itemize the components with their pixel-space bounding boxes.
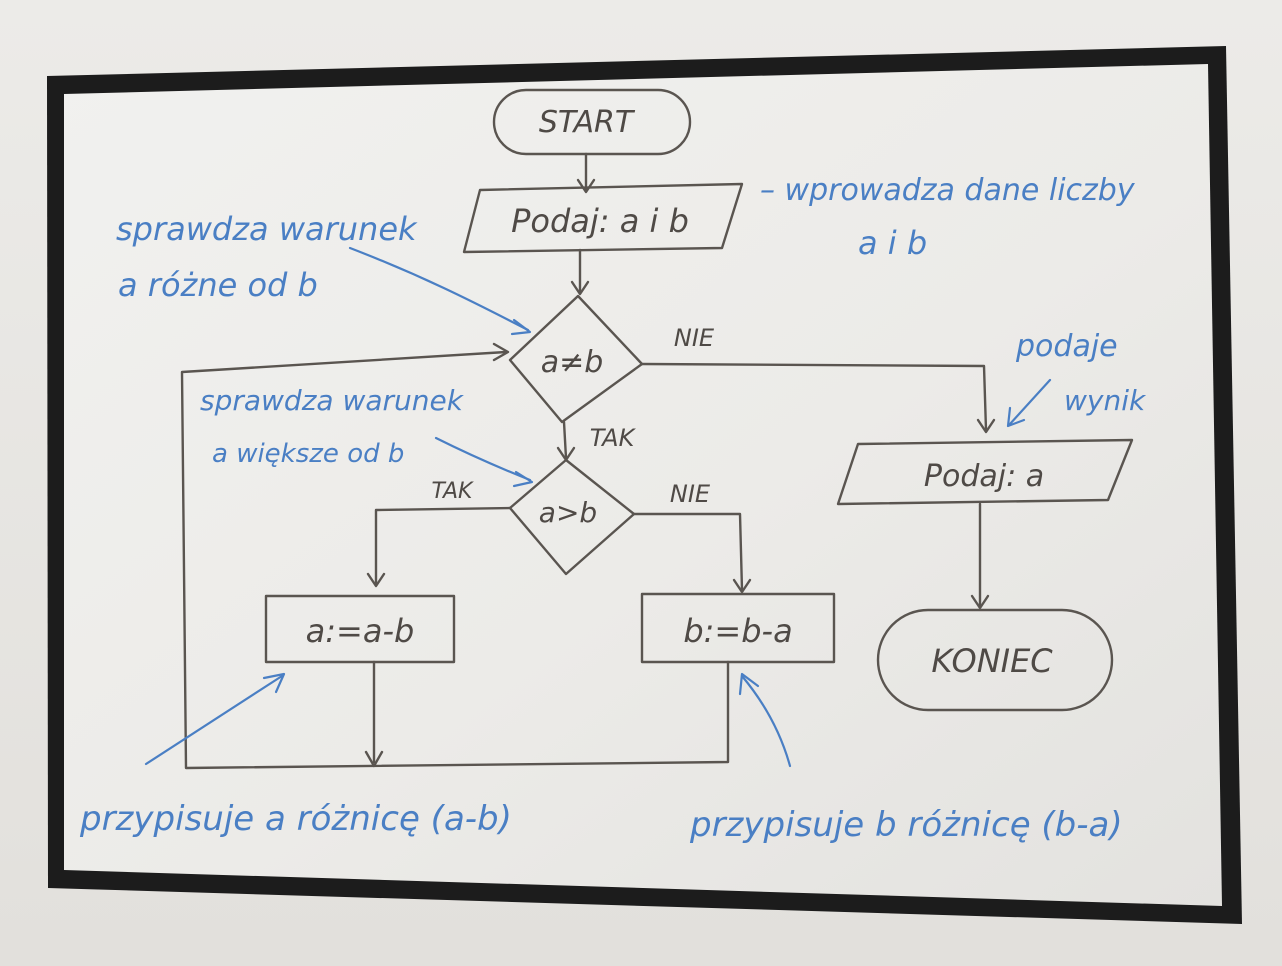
output-note-line1: podaje [1015, 329, 1118, 364]
process-assign-b: b:=b-a [640, 592, 836, 664]
input-note-line1: – wprowadza dane liczby [760, 173, 1136, 208]
assign-a-note: przypisuje a różnicę (a-b) [79, 799, 512, 839]
end-terminator: KONIEC [876, 608, 1114, 712]
input-parallelogram: Podaj: a i b [462, 182, 744, 254]
condition1-label: a≠b [541, 345, 604, 380]
input-label: Podaj: a i b [511, 202, 689, 240]
flowchart: START Podaj: a i b a≠b NIE TAK a>b [180, 88, 1134, 770]
cond2-note-line1: sprawdza warunek [200, 384, 465, 417]
end-label: KONIEC [931, 642, 1053, 680]
decision-a-greater-b: a>b [508, 458, 636, 576]
process-assign-a: a:=a-b [264, 594, 456, 664]
input-note-line2: a i b [858, 224, 927, 262]
cond2-nie-label: NIE [670, 480, 711, 508]
output-label: Podaj: a [924, 459, 1044, 494]
assign-b-label: b:=b-a [683, 612, 792, 650]
cond1-note-line2: a różne od b [118, 266, 318, 304]
cond2-note-line2: a większe od b [212, 439, 404, 469]
cond1-tak-label: TAK [590, 424, 637, 452]
output-parallelogram: Podaj: a [836, 438, 1134, 506]
cond2-tak-label: TAK [432, 479, 474, 504]
cond1-nie-label: NIE [674, 324, 715, 352]
start-terminator: START [492, 88, 692, 156]
board-surface [64, 64, 1222, 906]
assign-a-label: a:=a-b [306, 612, 415, 650]
annotations: – wprowadza dane liczby a i b sprawdza w… [79, 173, 1147, 845]
condition2-label: a>b [539, 496, 597, 529]
start-label: START [539, 105, 636, 140]
assign-b-note: przypisuje b różnicę (b-a) [689, 805, 1123, 845]
cond1-note-line1: sprawdza warunek [116, 210, 418, 248]
decision-a-not-equal-b: a≠b [508, 294, 644, 424]
output-note-line2: wynik [1064, 384, 1147, 417]
